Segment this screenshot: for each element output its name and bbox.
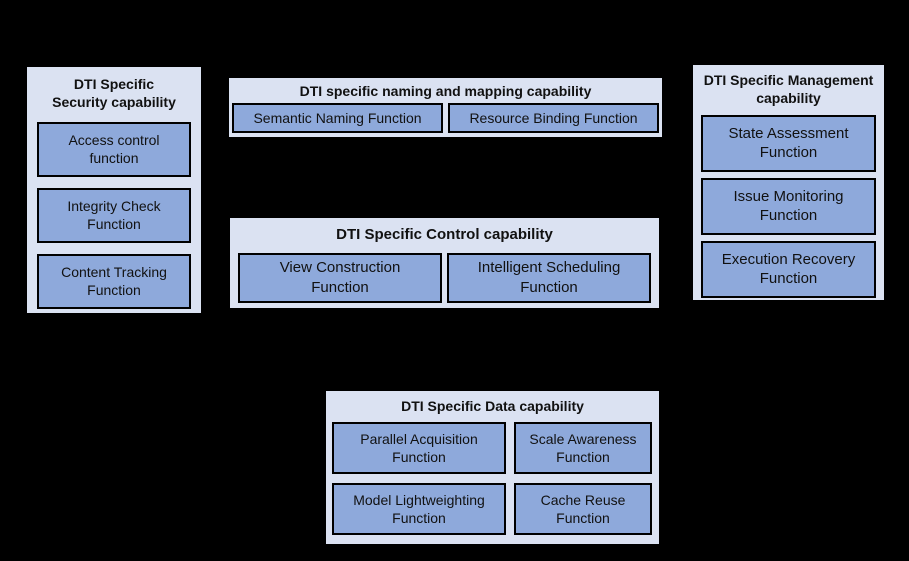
group-management-capability: DTI Specific Management capability State… bbox=[692, 64, 885, 301]
function-box-intelligent-scheduling: Intelligent Scheduling Function bbox=[447, 252, 651, 303]
function-box-integrity-check: Integrity Check Function bbox=[37, 187, 191, 243]
function-box-resource-binding: Resource Binding Function bbox=[448, 103, 659, 134]
security-capability-title: DTI Specific Security capability bbox=[52, 76, 176, 111]
function-box-content-tracking: Content Tracking Function bbox=[37, 253, 191, 309]
function-box-scale-awareness: Scale Awareness Function bbox=[514, 422, 652, 475]
function-box-access-control: Access control function bbox=[37, 121, 191, 177]
function-box-model-lightweighting: Model Lightweighting Function bbox=[332, 483, 506, 536]
management-function-list: State Assessment Function Issue Monitori… bbox=[701, 114, 876, 298]
group-naming-mapping-capability: DTI specific naming and mapping capabili… bbox=[228, 77, 663, 138]
naming-function-list: Semantic Naming Function Resource Bindin… bbox=[232, 103, 659, 134]
group-security-capability: DTI Specific Security capability Access … bbox=[26, 66, 202, 314]
data-function-list: Parallel Acquisition Function Scale Awar… bbox=[332, 422, 653, 536]
group-control-capability: DTI Specific Control capability View Con… bbox=[229, 217, 660, 309]
function-box-execution-recovery: Execution Recovery Function bbox=[701, 240, 876, 298]
control-capability-title: DTI Specific Control capability bbox=[336, 226, 553, 243]
function-box-view-construction: View Construction Function bbox=[238, 252, 442, 303]
function-box-cache-reuse: Cache Reuse Function bbox=[514, 483, 652, 536]
control-function-list: View Construction Function Intelligent S… bbox=[238, 252, 651, 303]
security-function-list: Access control function Integrity Check … bbox=[37, 121, 191, 309]
naming-mapping-capability-title: DTI specific naming and mapping capabili… bbox=[299, 83, 592, 99]
group-data-capability: DTI Specific Data capability Parallel Ac… bbox=[325, 390, 660, 545]
management-capability-title: DTI Specific Management capability bbox=[703, 72, 874, 107]
function-box-parallel-acquisition: Parallel Acquisition Function bbox=[332, 422, 506, 475]
data-capability-title: DTI Specific Data capability bbox=[401, 398, 584, 414]
function-box-semantic-naming: Semantic Naming Function bbox=[232, 103, 443, 134]
function-box-issue-monitoring: Issue Monitoring Function bbox=[701, 177, 876, 235]
function-box-state-assessment: State Assessment Function bbox=[701, 114, 876, 172]
